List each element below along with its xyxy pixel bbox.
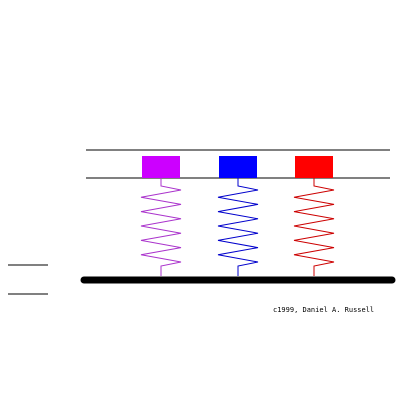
spring-blue — [217, 178, 259, 276]
mass-magenta-block — [142, 156, 180, 178]
copyright-text: c1999, Daniel A. Russell — [273, 306, 374, 314]
spring-red — [293, 178, 335, 276]
mass-red-block — [295, 156, 333, 178]
mass-blue-block — [219, 156, 257, 178]
spring-magenta — [140, 178, 182, 276]
